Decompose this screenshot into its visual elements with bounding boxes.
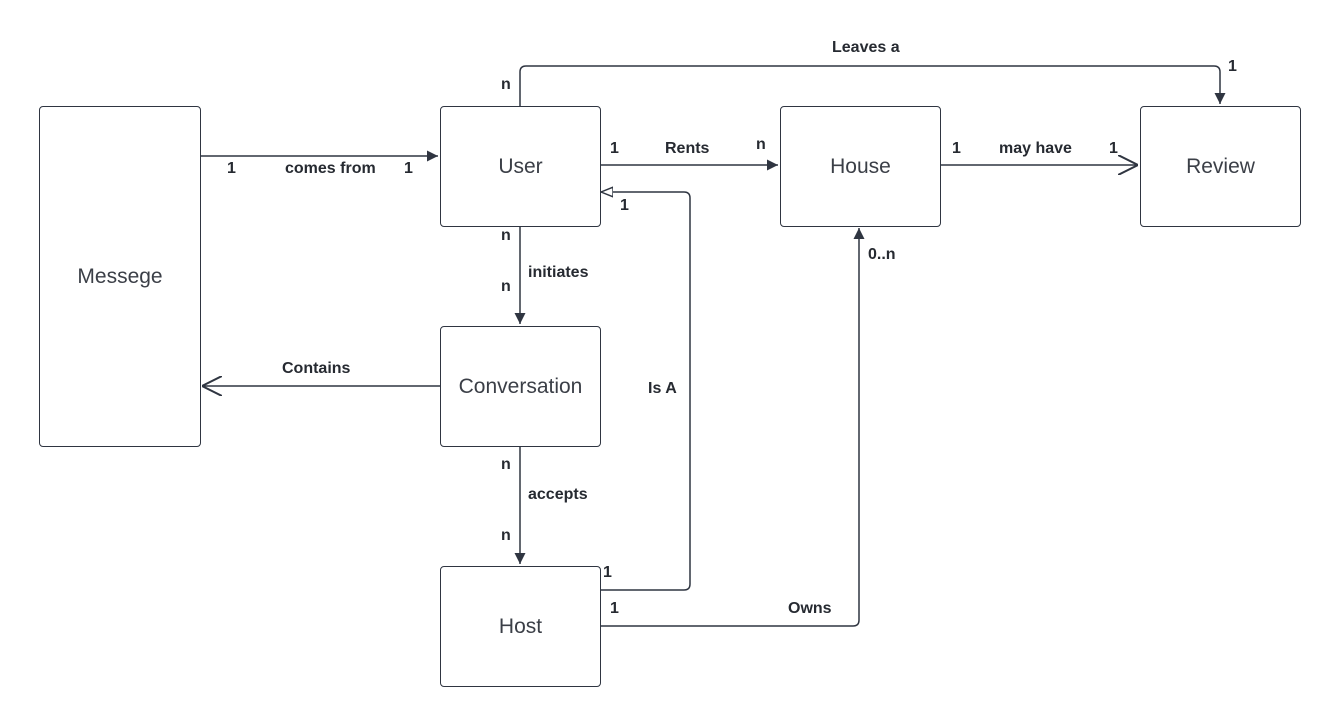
label-accepts: accepts — [528, 486, 588, 503]
cardinality-accepts-host: n — [501, 527, 511, 544]
cardinality-leaves-user: n — [501, 76, 511, 93]
edge-owns — [601, 228, 865, 627]
cardinality-leaves-review: 1 — [1228, 58, 1237, 75]
cardinality-accepts-conversation: n — [501, 456, 511, 473]
cardinality-comes-from-user: 1 — [404, 160, 413, 177]
entity-user[interactable]: User — [440, 106, 601, 227]
cardinality-rents-house: n — [756, 136, 766, 153]
label-contains: Contains — [282, 360, 351, 377]
label-is-a: Is A — [648, 380, 677, 397]
label-leaves-a: Leaves a — [832, 39, 900, 56]
entity-house[interactable]: House — [780, 106, 941, 227]
cardinality-comes-from-message: 1 — [227, 160, 236, 177]
entity-host[interactable]: Host — [440, 566, 601, 687]
cardinality-owns-host: 1 — [610, 600, 619, 617]
cardinality-is-a-user: 1 — [620, 197, 629, 214]
edge-is-a — [601, 192, 691, 591]
cardinality-may-have-house: 1 — [952, 140, 961, 157]
cardinality-initiates-user: n — [501, 227, 511, 244]
edge-leaves-a — [519, 65, 1226, 106]
cardinality-initiates-conversation: n — [501, 278, 511, 295]
label-initiates: initiates — [528, 264, 589, 281]
label-comes-from: comes from — [285, 160, 376, 177]
cardinality-owns-house: 0..n — [868, 246, 896, 263]
entity-message[interactable]: Messege — [39, 106, 201, 447]
label-owns: Owns — [788, 600, 832, 617]
entity-conversation[interactable]: Conversation — [440, 326, 601, 447]
entity-review[interactable]: Review — [1140, 106, 1301, 227]
label-rents: Rents — [665, 140, 710, 157]
cardinality-may-have-review: 1 — [1109, 140, 1118, 157]
cardinality-is-a-host: 1 — [603, 564, 612, 581]
cardinality-rents-user: 1 — [610, 140, 619, 157]
label-may-have: may have — [999, 140, 1072, 157]
